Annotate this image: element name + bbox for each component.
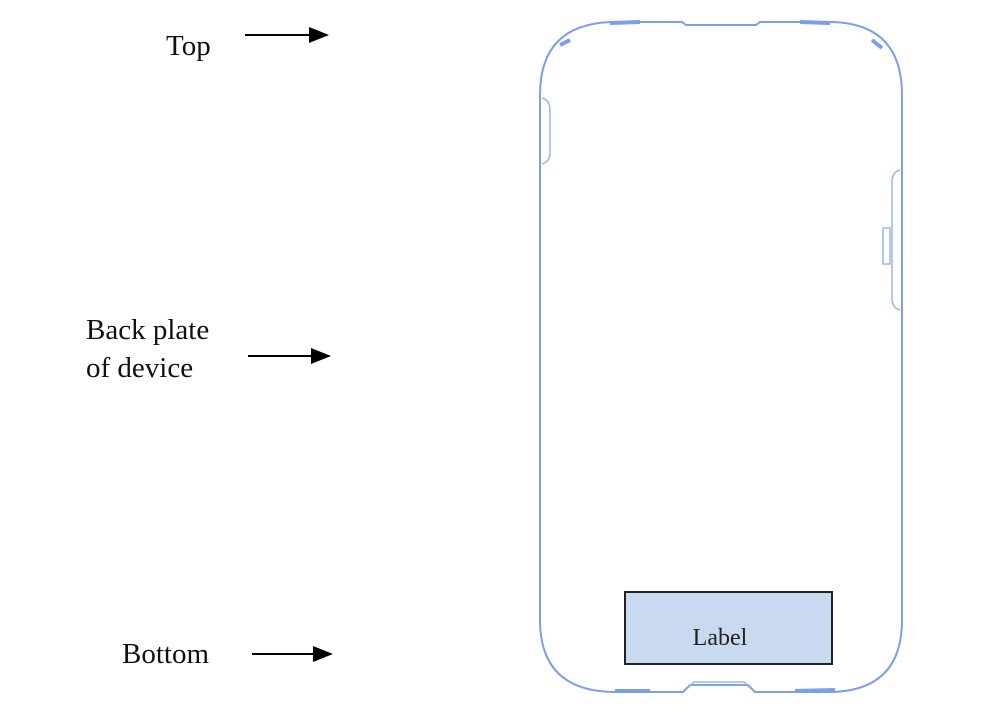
- right-side-small-button: [882, 227, 891, 265]
- label-box: [624, 591, 833, 665]
- left-side-button: [541, 97, 551, 165]
- right-side-button: [891, 169, 901, 311]
- device-back-plate: [539, 20, 903, 693]
- label-box-text: Label: [693, 625, 748, 651]
- back-plate-label-line1: Back plate: [86, 314, 209, 346]
- top-label: Top: [166, 30, 211, 62]
- bottom-port-notch: [687, 681, 751, 689]
- back-plate-label-line2: of device: [86, 352, 193, 384]
- bottom-label: Bottom: [122, 638, 209, 670]
